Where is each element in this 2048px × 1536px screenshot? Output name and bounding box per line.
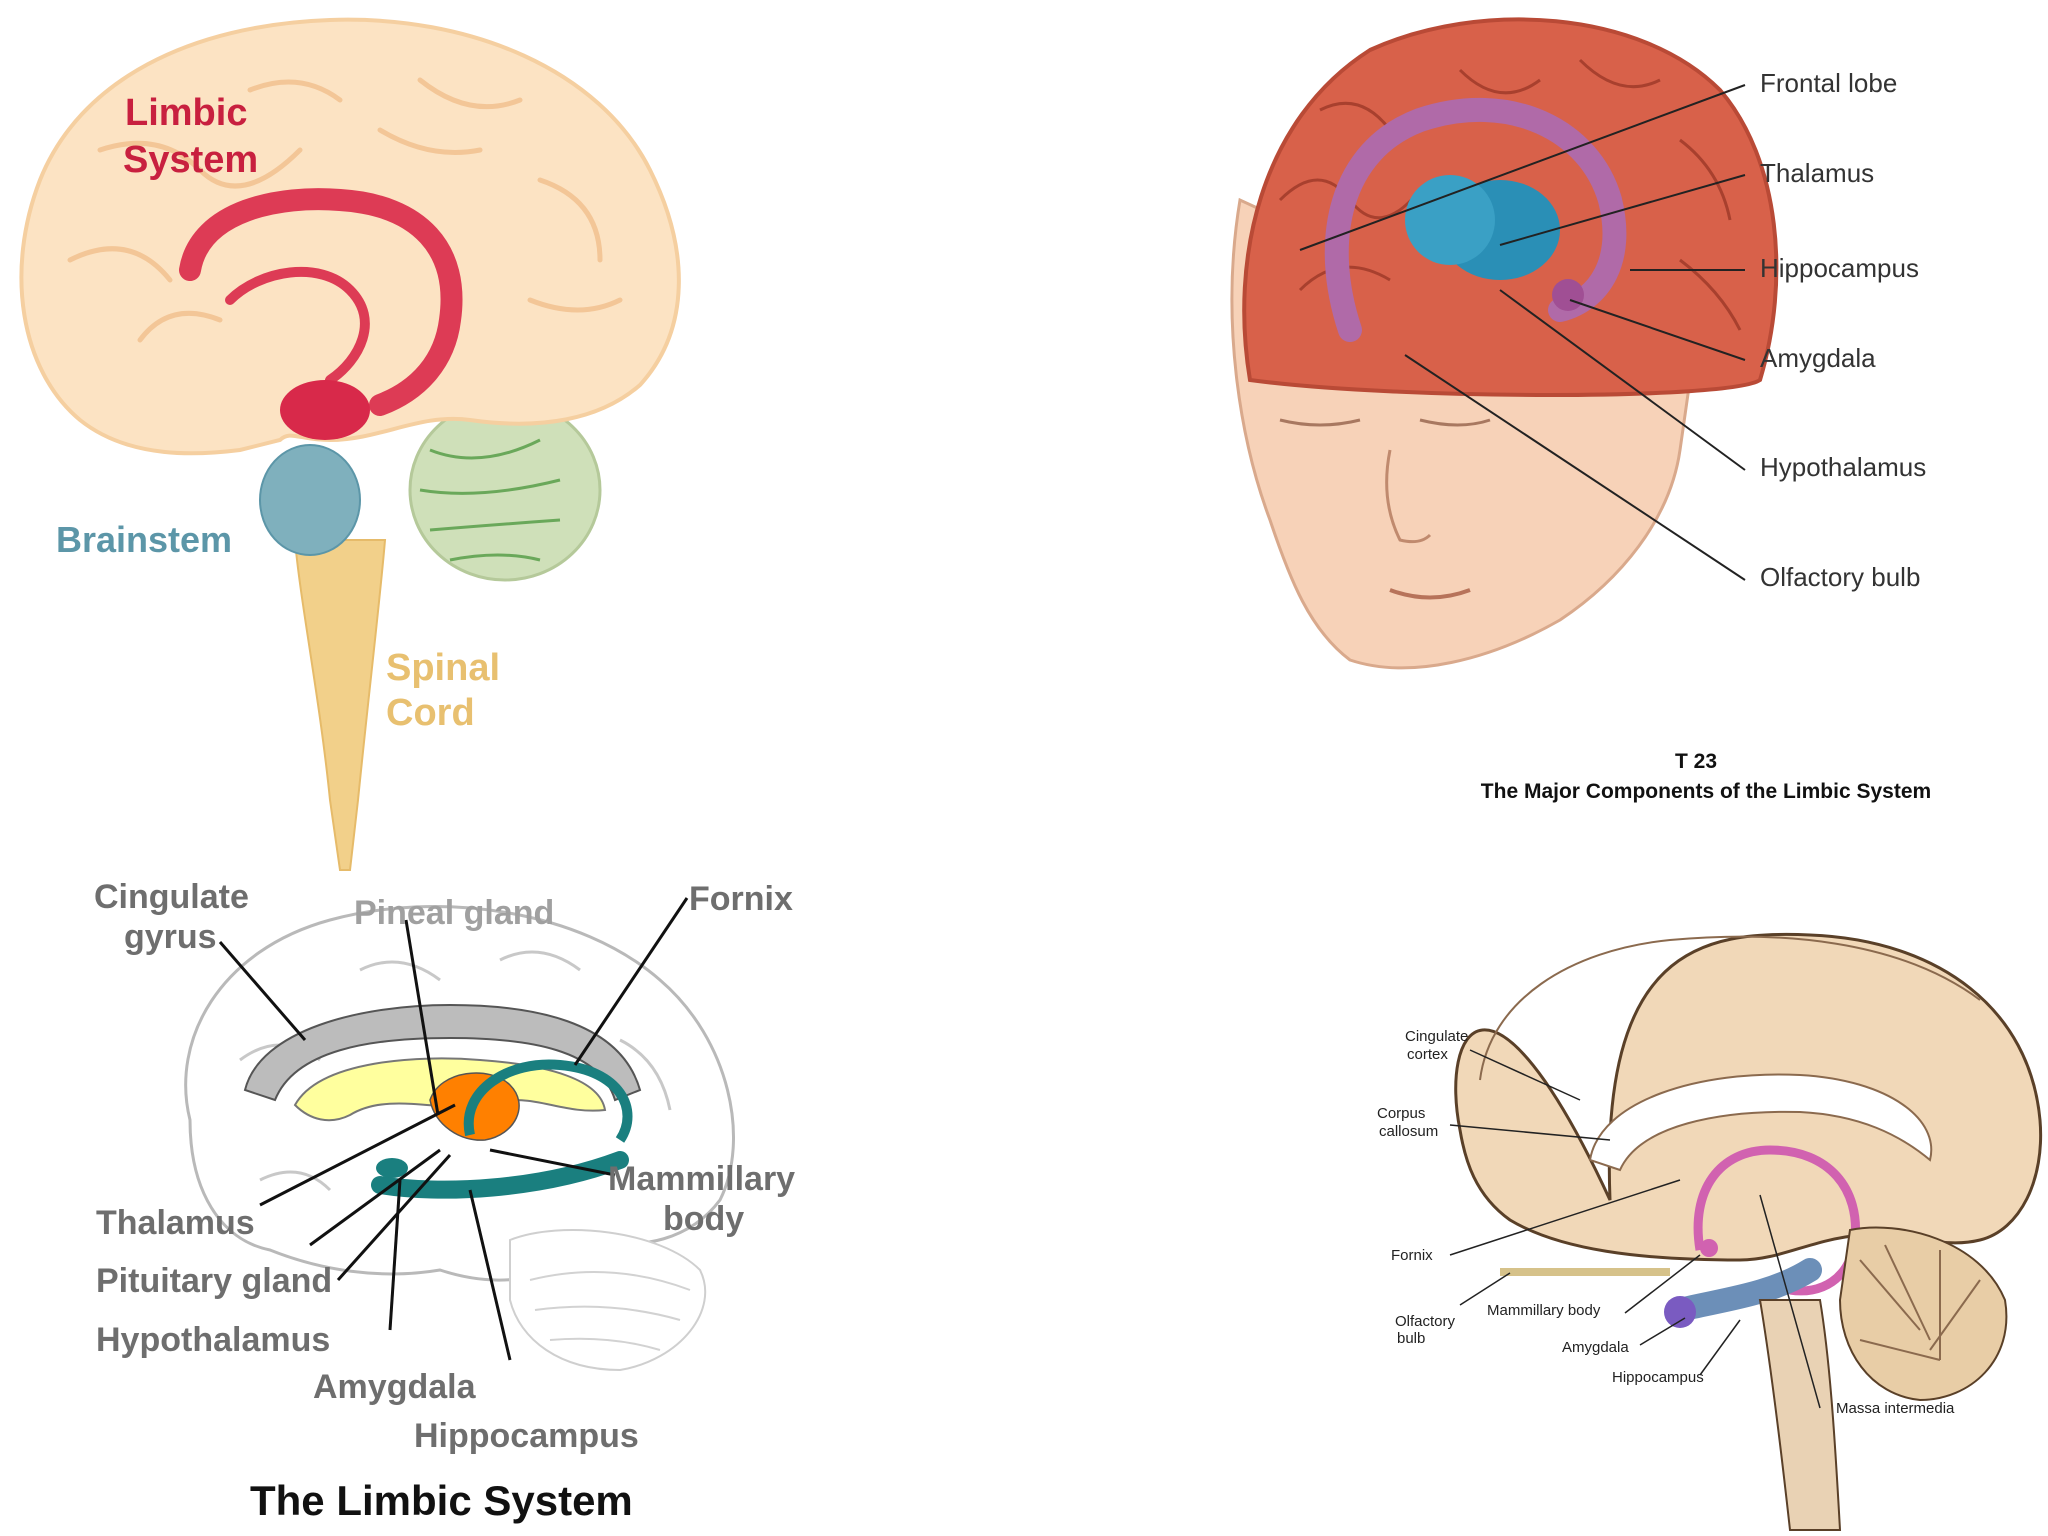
label-cingulate-line2: gyrus	[124, 918, 217, 956]
major-leader-lines	[1449, 1049, 1821, 1409]
head-labels: Frontal lobe Thalamus Hippocampus Amygda…	[1760, 68, 1926, 592]
brainstem-label: Brainstem	[56, 519, 232, 560]
label-mammillary-line2: body	[663, 1200, 744, 1238]
limbic-overview-panel: Limbic System Brainstem Spinal Cord	[0, 0, 740, 880]
label-olfactory-line2: bulb	[1397, 1330, 1425, 1347]
label-mammillary-body: Mammillary body	[1487, 1302, 1601, 1319]
thalamus-shape-2	[1405, 175, 1495, 265]
nose-line	[1385, 449, 1432, 544]
limbic-system-title: The Limbic System	[250, 1477, 633, 1524]
brainstem-sagittal	[1758, 1299, 1842, 1531]
limbic-label-line1: Limbic	[125, 92, 247, 134]
label-olfactory-bulb: Olfactory bulb	[1760, 562, 1920, 592]
spinal-label-line2: Cord	[386, 692, 475, 734]
label-mammillary-line1: Mammillary	[608, 1160, 795, 1198]
label-hippocampus: Hippocampus	[1612, 1369, 1704, 1386]
limbic-label-line2: System	[123, 139, 258, 181]
figure-title: The Major Components of the Limbic Syste…	[1481, 780, 1931, 803]
head-diagram-panel: Frontal lobe Thalamus Hippocampus Amygda…	[1200, 0, 2048, 720]
label-corpus-line2: callosum	[1379, 1123, 1438, 1140]
arbor-vitae	[1859, 1244, 1981, 1361]
spinal-label-line1: Spinal	[386, 647, 500, 689]
head-illustration-icon: Frontal lobe Thalamus Hippocampus Amygda…	[1230, 17, 1926, 670]
corpus-callosum-shape	[1588, 1073, 1933, 1172]
label-cingulate-line1: Cingulate	[1405, 1028, 1468, 1045]
brain-outline-icon: Cingulate gyrus Pineal gland Fornix Mamm…	[94, 878, 795, 1524]
mammillary-dot	[1700, 1239, 1718, 1257]
cerebellum-sagittal	[1838, 1226, 2008, 1402]
cerebellum-outline	[509, 1229, 707, 1372]
label-pituitary-gland: Pituitary gland	[96, 1262, 332, 1300]
limbic-ring	[1324, 97, 1627, 342]
major-components-panel: T 23 The Major Components of the Limbic …	[1340, 740, 2048, 1536]
label-olfactory-line1: Olfactory	[1395, 1313, 1456, 1330]
outer-gyri	[1479, 935, 1981, 1081]
label-thalamus: Thalamus	[1760, 158, 1874, 188]
amygdala-teal	[376, 1158, 408, 1178]
brain-illustration-icon: Limbic System Brainstem Spinal Cord	[19, 17, 681, 871]
label-corpus-line1: Corpus	[1377, 1105, 1425, 1122]
amygdala-shape	[1664, 1296, 1696, 1328]
label-cingulate-line2: cortex	[1407, 1046, 1448, 1063]
label-amygdala: Amygdala	[1760, 343, 1876, 373]
cerebrum-shape	[19, 17, 681, 456]
major-labels: Cingulate cortex Corpus callosum Fornix …	[1377, 1028, 1955, 1417]
gyri-lines	[67, 77, 623, 343]
label-hypothalamus: Hypothalamus	[1760, 452, 1926, 482]
limbic-arc	[179, 188, 463, 416]
amygdala-shape	[1552, 279, 1584, 311]
label-hypothalamus: Hypothalamus	[96, 1321, 330, 1359]
fornix-teal	[463, 1059, 633, 1143]
label-thalamus: Thalamus	[96, 1204, 255, 1242]
label-massa-intermedia: Massa intermedia	[1836, 1400, 1955, 1417]
figure-code: T 23	[1675, 750, 1717, 773]
brain-sagittal-icon: T 23 The Major Components of the Limbic …	[1377, 750, 2043, 1531]
spinal-cord-shape	[293, 539, 387, 871]
label-frontal-lobe: Frontal lobe	[1760, 68, 1897, 98]
outline-leader-lines	[218, 897, 689, 1361]
label-pineal-gland: Pineal gland	[354, 894, 554, 932]
label-fornix: Fornix	[689, 880, 793, 918]
eyes-lines	[1279, 418, 1491, 427]
cerebellum-folds	[419, 438, 561, 562]
label-hippocampus: Hippocampus	[414, 1417, 639, 1455]
label-amygdala: Amygdala	[1562, 1339, 1629, 1356]
label-hippocampus: Hippocampus	[1760, 253, 1919, 283]
brainstem-shape	[259, 444, 361, 556]
head-leader-lines	[1299, 84, 1746, 581]
label-amygdala: Amygdala	[313, 1368, 477, 1406]
cingulate-band	[243, 1003, 642, 1102]
labeled-limbic-panel: Cingulate gyrus Pineal gland Fornix Mamm…	[60, 860, 860, 1536]
limbic-inner-arc	[225, 266, 370, 385]
fornix-pink	[1693, 1145, 1861, 1296]
cerebellum-lines	[529, 1271, 691, 1351]
outline-labels: Cingulate gyrus Pineal gland Fornix Mamm…	[94, 878, 795, 1455]
mouth-line	[1389, 588, 1471, 600]
limbic-core	[280, 380, 370, 440]
label-cingulate-line1: Cingulate	[94, 878, 249, 916]
label-fornix: Fornix	[1391, 1247, 1433, 1264]
